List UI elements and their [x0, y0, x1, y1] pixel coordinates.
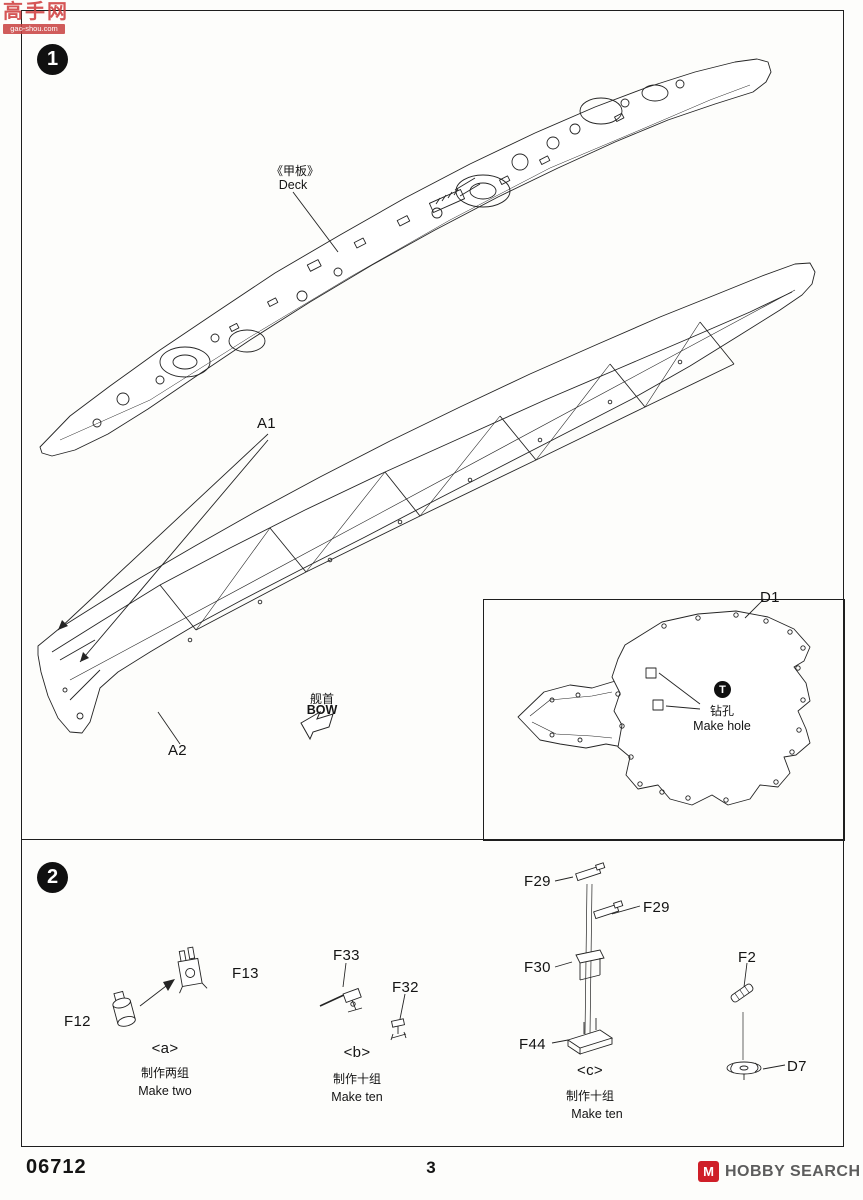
part-label-f33: F33	[333, 947, 360, 964]
group-c-make-en: Make ten	[571, 1107, 623, 1121]
page-number: 3	[426, 1158, 436, 1177]
part-label-d7: D7	[787, 1058, 807, 1075]
step-1-number: 1	[46, 48, 59, 70]
part-f33-drawing	[319, 987, 363, 1013]
kit-number: 06712	[26, 1156, 87, 1178]
group-a-id: <a>	[151, 1040, 179, 1057]
group-b-make-en: Make ten	[331, 1090, 383, 1104]
part-label-f12: F12	[64, 1013, 91, 1030]
group-b-make-cn: 制作十组	[332, 1072, 382, 1086]
group-a-make-cn: 制作两组	[140, 1066, 190, 1080]
deck-part-drawing	[39, 58, 772, 457]
part-f44-drawing	[566, 1018, 614, 1055]
step-2-number: 2	[46, 866, 59, 888]
watermark-domain: gao-shou.com	[3, 24, 65, 34]
group-c-id: <c>	[577, 1062, 603, 1079]
hobbysearch-logo-text: HOBBY SEARCH	[725, 1162, 861, 1180]
bow-arrow-icon	[300, 710, 334, 741]
hobbysearch-logo: M HOBBY SEARCH	[698, 1161, 861, 1182]
part-label-f2: F2	[738, 949, 757, 966]
part-f29-second-drawing	[593, 900, 624, 920]
leader-lines	[57, 191, 786, 1070]
step-1-badge: 1	[37, 44, 68, 75]
part-f12-drawing	[112, 990, 136, 1027]
drill-symbol: T	[719, 683, 726, 696]
hull-part-drawing	[37, 262, 816, 734]
part-label-a2: A2	[168, 742, 187, 759]
part-f30-drawing	[575, 949, 605, 981]
group-c-make-cn: 制作十组	[565, 1089, 615, 1103]
watermark-title: 高手网	[3, 1, 69, 23]
part-label-f29-second: F29	[643, 899, 670, 916]
drill-note-en: Make hole	[693, 719, 751, 733]
part-f13-drawing	[177, 946, 208, 994]
step-2-badge: 2	[37, 862, 68, 893]
part-label-d1: D1	[760, 589, 780, 606]
deck-label-en: Deck	[278, 178, 308, 192]
hobbysearch-logo-icon: M	[698, 1161, 719, 1182]
part-label-a1: A1	[257, 415, 276, 432]
bow-label-cn: 舰首	[309, 692, 335, 706]
section-divider	[21, 839, 845, 840]
watermark: 高手网 gao-shou.com	[3, 2, 69, 34]
deck-label-cn: 《甲板》	[270, 164, 320, 178]
drill-symbol-badge: T	[714, 681, 731, 698]
bow-label-en: BOW	[306, 703, 338, 717]
d1-part-drawing	[517, 610, 811, 806]
part-f2-drawing	[730, 983, 754, 1003]
part-label-f30: F30	[524, 959, 551, 976]
part-label-f13: F13	[232, 965, 259, 982]
part-f29-top-drawing	[575, 862, 606, 882]
page-frame	[21, 10, 844, 1147]
part-label-f32: F32	[392, 979, 419, 996]
part-f32-drawing	[390, 1018, 407, 1041]
group-a-make-en: Make two	[138, 1084, 192, 1098]
d1-inset-box	[483, 599, 845, 841]
group-b-id: <b>	[343, 1044, 371, 1061]
part-label-f44: F44	[519, 1036, 546, 1053]
part-label-f29-top: F29	[524, 873, 551, 890]
drill-note-cn: 钻孔	[709, 704, 735, 718]
part-d7-drawing	[726, 1012, 762, 1080]
